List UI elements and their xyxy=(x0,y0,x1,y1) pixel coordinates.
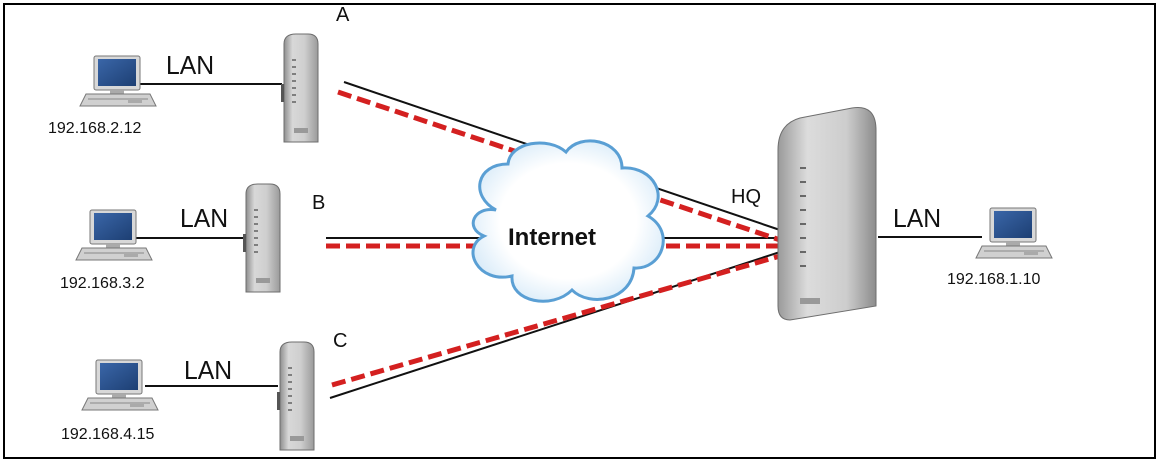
computer-icon xyxy=(79,55,157,107)
ip-label-c: 192.168.4.15 xyxy=(61,426,155,443)
router-icon xyxy=(280,33,319,143)
branch-label-c: C xyxy=(333,330,348,352)
lan-links xyxy=(135,83,982,387)
branch-label-a: A xyxy=(336,4,350,26)
computer-icon xyxy=(75,209,153,261)
hq-router-icon xyxy=(777,106,877,321)
hq-label: HQ xyxy=(731,186,761,208)
ip-label-a: 192.168.2.12 xyxy=(48,120,142,137)
router-icon xyxy=(242,183,281,293)
router-icon xyxy=(276,341,315,451)
diagram-frame xyxy=(3,3,1156,459)
internet-label: Internet xyxy=(508,224,597,251)
tunnel-c xyxy=(331,253,781,388)
lan-label-hq: LAN xyxy=(893,203,942,233)
lan-label-a: LAN xyxy=(166,50,215,80)
cloud-icon xyxy=(471,139,665,303)
branch-label-b: B xyxy=(312,192,326,214)
ip-label-b: 192.168.3.2 xyxy=(60,275,145,292)
ip-label-hq: 192.168.1.10 xyxy=(947,271,1041,288)
lan-label-c: LAN xyxy=(184,355,233,385)
computer-icon xyxy=(975,207,1053,259)
lan-label-b: LAN xyxy=(180,203,229,233)
